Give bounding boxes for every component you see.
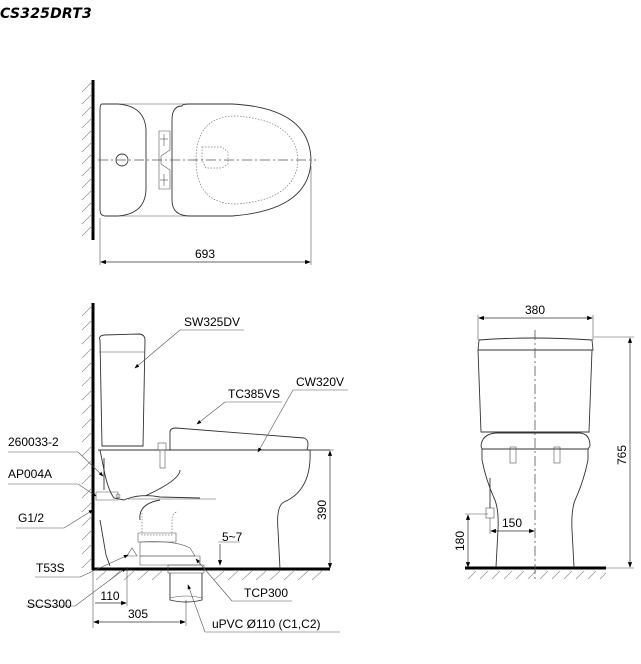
label-bowl: CW320V (296, 375, 344, 389)
label-screw: T53S (36, 561, 65, 575)
label-tank: SW325DV (184, 315, 240, 329)
label-thread: G1/2 (18, 511, 44, 525)
label-stop-valve: AP004A (8, 467, 52, 481)
model-title: CS325DRT3 (0, 6, 92, 22)
label-pipe: uPVC Ø110 (C1,C2) (212, 617, 321, 631)
dim-front-valve-height: 180 (453, 531, 467, 551)
dim-bowl-height: 390 (315, 500, 329, 520)
dim-gap: 5~7 (222, 530, 243, 544)
label-cap: SCS300 (27, 597, 72, 611)
label-flange: TCP300 (244, 586, 288, 600)
dim-front-width: 380 (525, 303, 545, 317)
side-view: SW325DV TC385VS CW320V 260033-2 AP004A G… (8, 303, 348, 633)
label-hose: 260033-2 (8, 435, 59, 449)
front-view: 380 765 150 180 (453, 303, 634, 580)
label-seat: TC385VS (228, 387, 280, 401)
top-width-dimension: 693 (195, 247, 215, 261)
dim-valve-offset: 110 (100, 589, 119, 603)
top-view: 693 (81, 80, 316, 265)
dim-total-height: 765 (615, 445, 629, 465)
dim-front-valve-offset: 150 (502, 516, 522, 530)
dim-rough-in: 305 (128, 607, 148, 621)
